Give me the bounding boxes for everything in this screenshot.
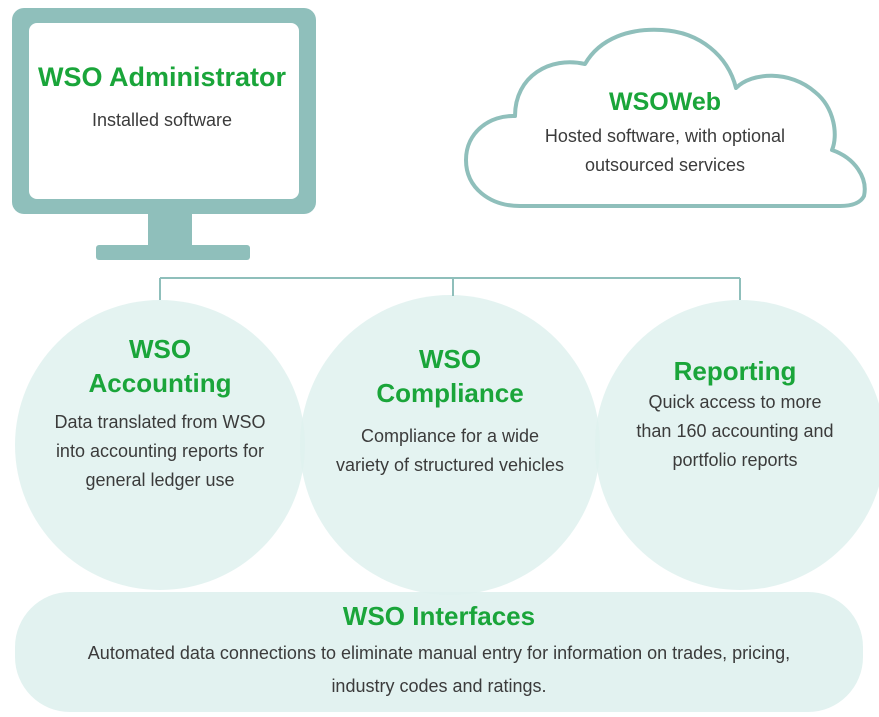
accounting-description-line: general ledger use [85,470,235,490]
accounting-description-line: into accounting reports for [55,441,265,461]
reporting-description-line: Quick access to more [648,392,822,412]
web-block: WSOWeb Hosted software, with optional ou… [500,86,830,180]
reporting-circle [595,300,879,590]
interfaces-description-line: industry codes and ratings. [331,676,547,696]
interfaces-panel [15,592,863,712]
accounting-circle [15,300,305,590]
compliance-description-line: Compliance for a wide [360,426,540,446]
compliance-title-line: Compliance [376,378,524,408]
reporting-description-line: portfolio reports [672,450,798,470]
interfaces-description: Automated data connections to eliminate … [15,637,863,703]
compliance-description: Compliance for a wide variety of structu… [305,422,595,480]
admin-title: WSO Administrator [37,62,286,92]
reporting-description: Quick access to more than 160 accounting… [600,388,870,475]
compliance-circle [300,295,600,595]
web-description: Hosted software, with optional outsource… [500,122,830,180]
interfaces-description-line: Automated data connections to eliminate … [87,643,791,663]
connector-lines [159,277,741,300]
compliance-block: WSO Compliance Compliance for a wide var… [305,342,595,480]
accounting-description-line: Data translated from WSO [54,412,266,432]
monitor-icon [12,8,316,260]
reporting-description-line: than 160 accounting and [636,421,834,441]
reporting-title: Reporting [673,356,797,386]
interfaces-title: WSO Interfaces [342,601,536,631]
accounting-description: Data translated from WSO into accounting… [20,408,300,495]
compliance-title-line: WSO [418,344,482,374]
interfaces-block: WSO Interfaces Automated data connection… [15,599,863,703]
compliance-description-line: variety of structured vehicles [335,455,565,475]
accounting-block: WSO Accounting Data translated from WSO … [20,332,300,495]
admin-subtitle: Installed software [91,110,233,130]
web-description-line: outsourced services [584,155,746,175]
reporting-block: Reporting Quick access to more than 160 … [600,354,870,475]
admin-block: WSO Administrator Installed software [28,60,296,131]
accounting-title-line: WSO [128,334,192,364]
cloud-icon [464,27,867,208]
web-description-line: Hosted software, with optional [544,126,786,146]
web-title: WSOWeb [608,88,722,116]
accounting-title-line: Accounting [88,368,232,398]
